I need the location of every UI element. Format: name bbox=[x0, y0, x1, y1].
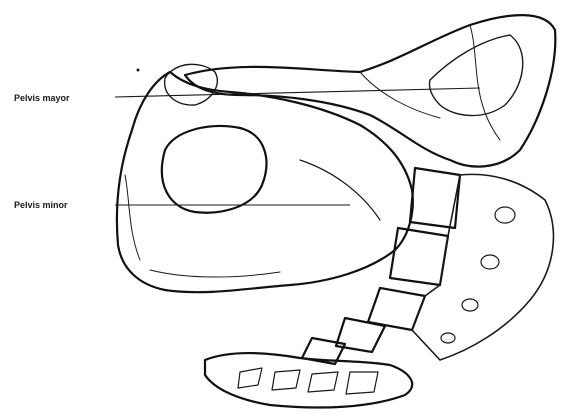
obturator-foramen bbox=[162, 126, 267, 213]
pelvis-mayor-label: Pelvis mayor bbox=[14, 93, 70, 103]
coccyx bbox=[205, 353, 412, 408]
pelvis-mayor-leader bbox=[115, 88, 480, 97]
pelvis-minor-label: Pelvis minor bbox=[14, 200, 68, 210]
hip-bone-body bbox=[117, 72, 413, 292]
sacrum bbox=[302, 168, 553, 364]
stray-mark bbox=[137, 69, 140, 72]
